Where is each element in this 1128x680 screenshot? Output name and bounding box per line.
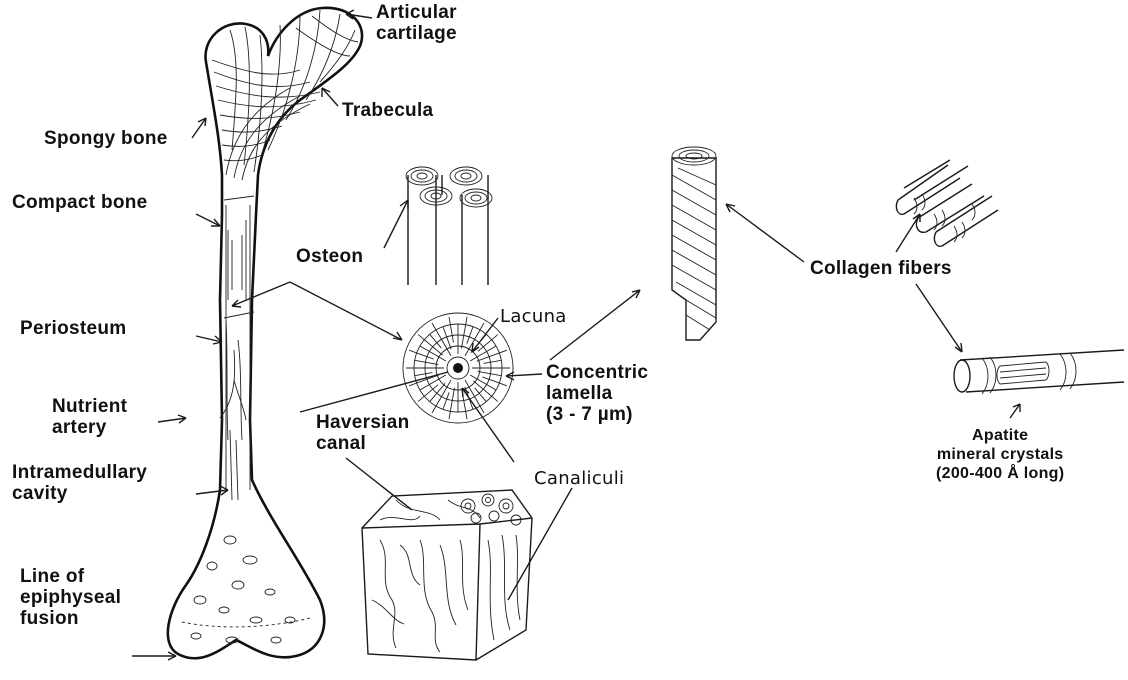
bone-block-illustration	[362, 490, 532, 660]
canaliculus-ray	[415, 360, 439, 364]
osteon-bundle-illustration	[406, 167, 492, 285]
canaliculus-ray	[430, 383, 445, 401]
canaliculus-ray	[461, 317, 467, 349]
femur-illustration	[168, 8, 362, 658]
label-canaliculi: Canaliculi	[534, 468, 624, 489]
collagen-fibrils-illustration	[896, 160, 998, 246]
label-apatite-mineral-crystals: Apatite mineral crystals (200-400 Å long…	[936, 426, 1064, 483]
label-concentric-lamella: Concentric lamella (3 - 7 µm)	[546, 362, 648, 425]
label-osteon: Osteon	[296, 246, 363, 267]
canaliculus-ray	[449, 317, 454, 343]
canaliculus-ray	[478, 371, 502, 375]
canaliculus-ray	[463, 394, 468, 420]
collagen-fiber-bundle-illustration	[672, 147, 716, 340]
label-intramedullary-cavity: Intramedullary cavity	[12, 462, 147, 504]
canaliculus-ray	[477, 350, 507, 361]
apatite-fibril-illustration	[954, 350, 1124, 394]
label-line-of-epiphyseal-fusion: Line of epiphyseal fusion	[20, 566, 121, 629]
label-haversian-canal: Haversian canal	[316, 412, 410, 454]
canaliculus-ray	[418, 385, 438, 402]
canaliculus-ray	[467, 327, 473, 344]
label-spongy-bone: Spongy bone	[44, 128, 168, 149]
canaliculus-ray	[409, 375, 439, 386]
label-periosteum: Periosteum	[20, 318, 126, 339]
label-articular-cartilage: Articular cartilage	[376, 2, 457, 44]
canaliculus-ray	[432, 380, 451, 413]
canaliculus-ray	[478, 335, 498, 352]
label-trabecula: Trabecula	[342, 100, 433, 121]
canaliculus-ray	[443, 392, 449, 409]
label-collagen-fibers: Collagen fibers	[810, 258, 952, 279]
canaliculus-ray	[449, 388, 455, 420]
label-lacuna: Lacuna	[500, 306, 567, 327]
canaliculus-ray	[432, 323, 451, 356]
canaliculus-ray	[415, 373, 433, 376]
label-compact-bone: Compact bone	[12, 192, 148, 213]
osteon-cross-section	[403, 313, 513, 423]
canaliculus-ray	[484, 360, 502, 363]
label-nutrient-artery: Nutrient artery	[52, 396, 127, 438]
